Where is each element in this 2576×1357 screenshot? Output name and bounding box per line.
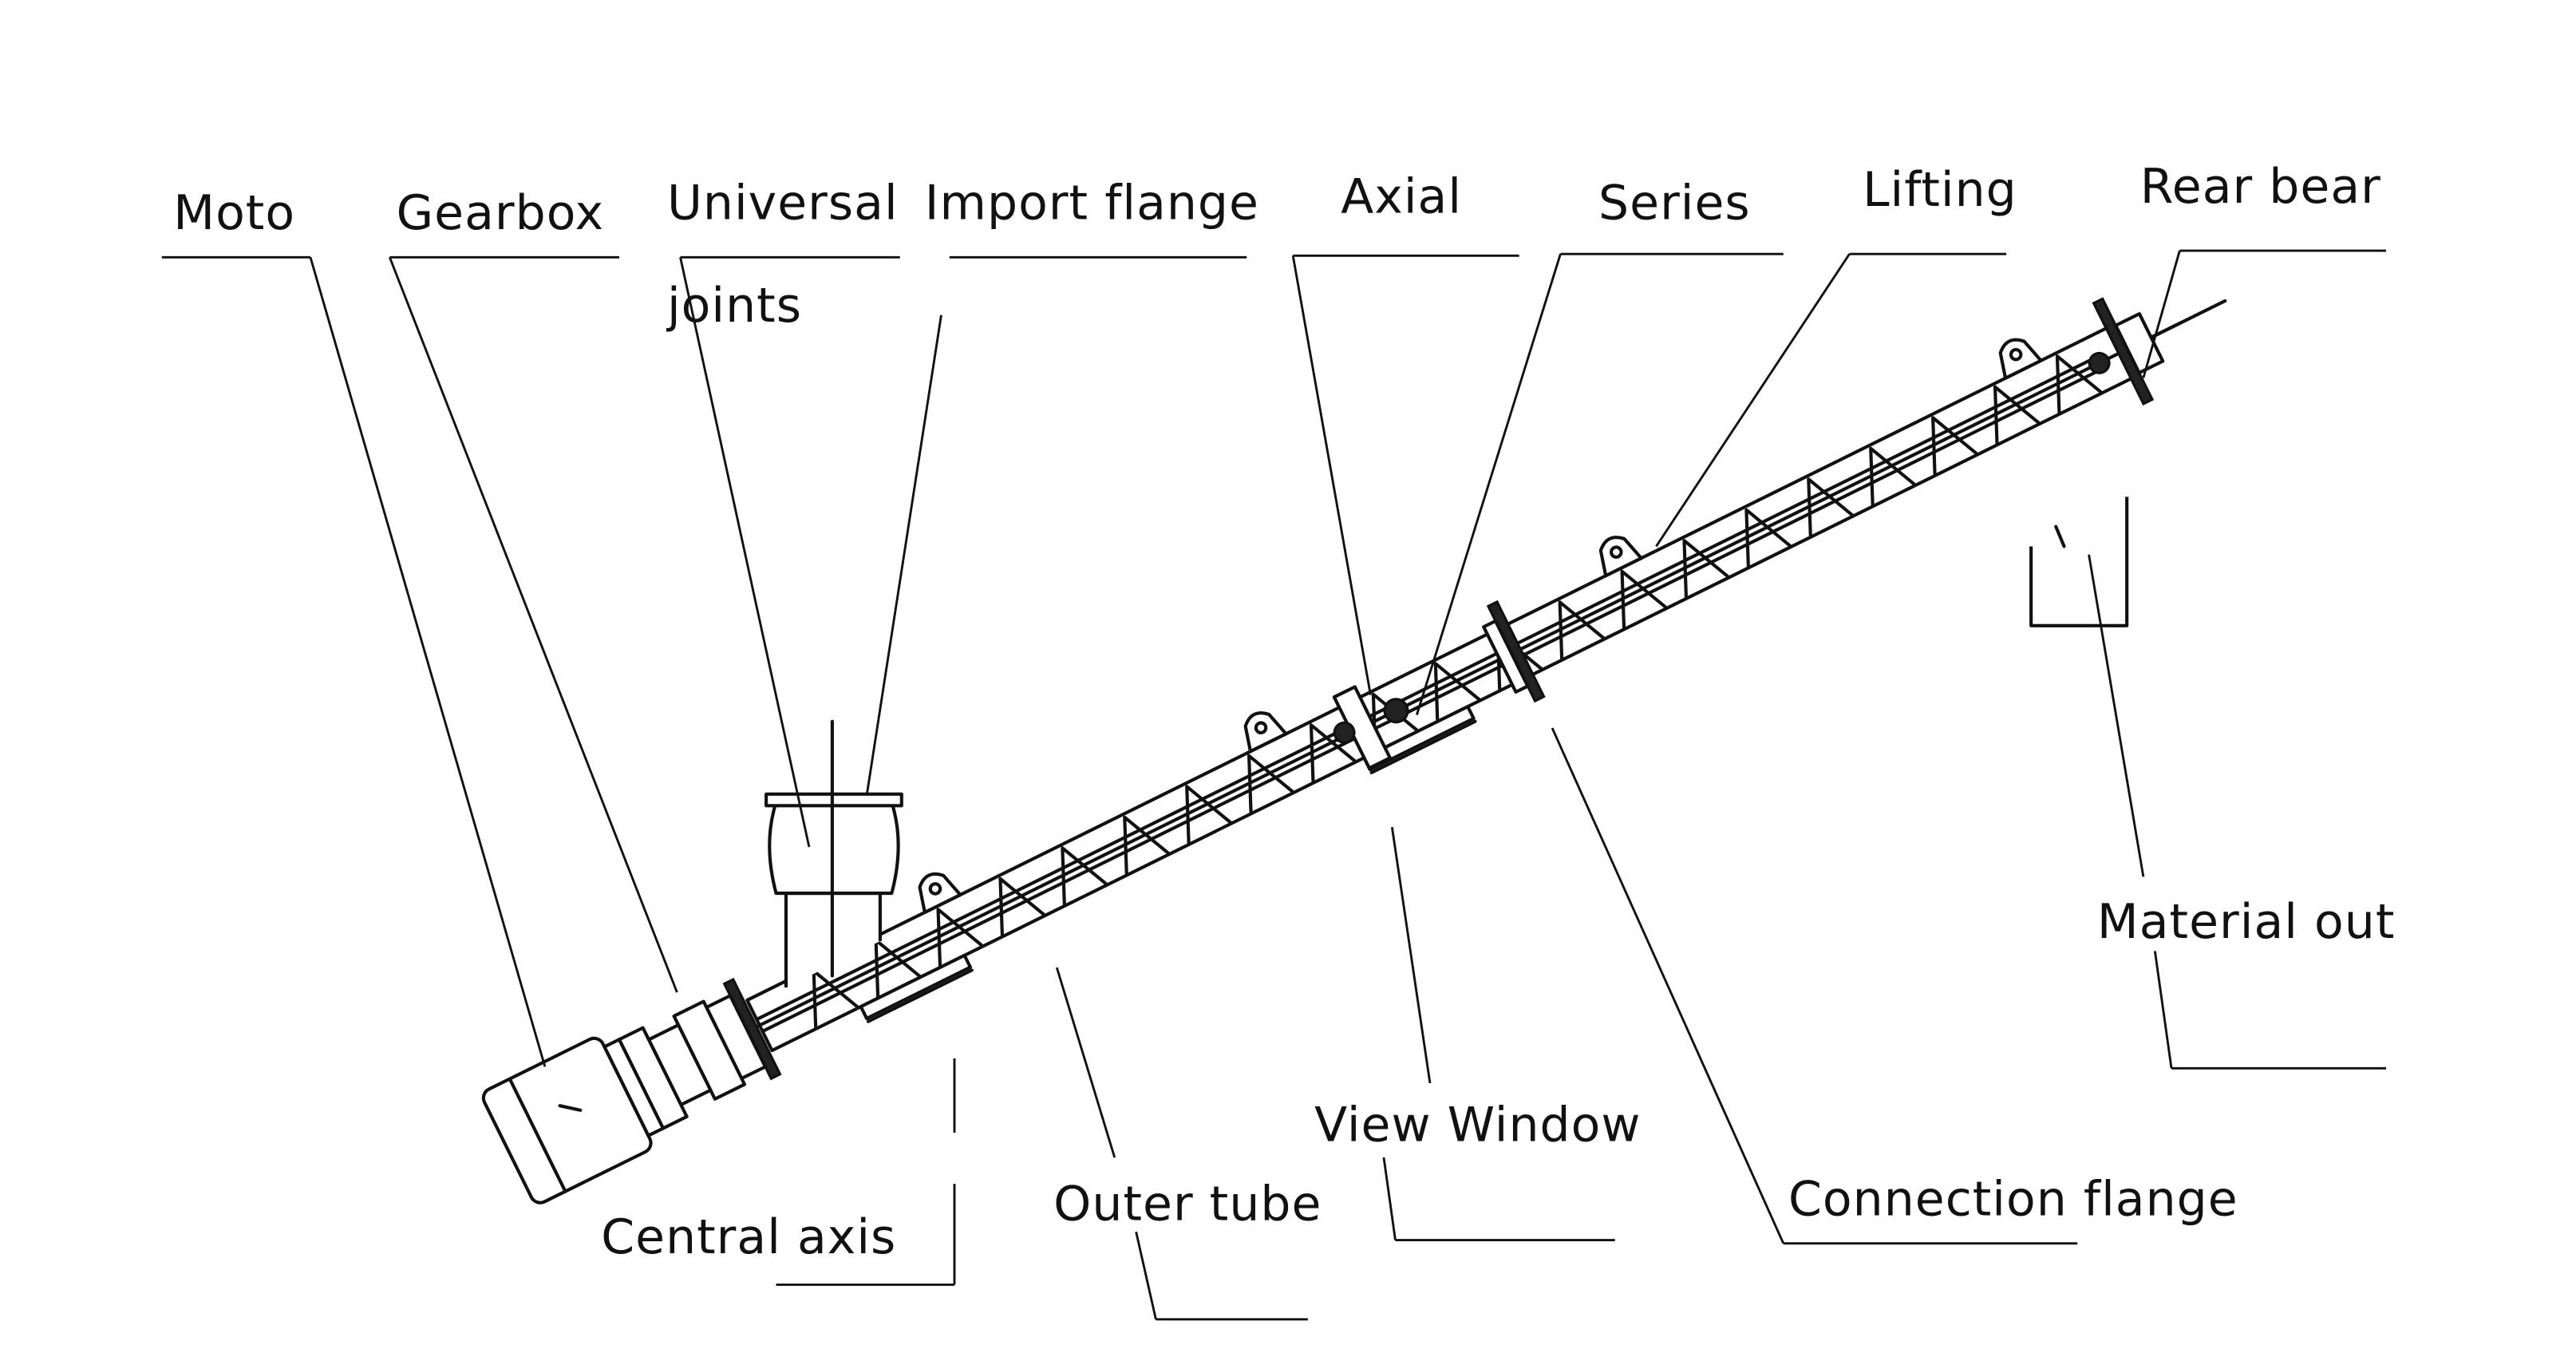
- conveyor-body: [481, 297, 2227, 1205]
- connection-flange: [1482, 599, 1546, 703]
- motor: [481, 1036, 666, 1205]
- central-shaft: [669, 321, 2183, 1071]
- callout-universal-joints: Universal joints: [666, 176, 900, 848]
- callout-outer-tube: Outer tube: [1053, 967, 1322, 1321]
- label-lifting: Lifting: [1863, 162, 2017, 218]
- label-outer-tube: Outer tube: [1053, 1177, 1322, 1232]
- screw-flight: [1247, 754, 1294, 814]
- inlet-end-flanges: [617, 977, 782, 1130]
- label-view-window: View Window: [1314, 1097, 1641, 1153]
- label-axial: Axial: [1341, 168, 1462, 224]
- callout-lifting: Lifting: [1655, 162, 2017, 548]
- screw-flight: [1123, 815, 1170, 876]
- screw-flight: [1558, 600, 1606, 660]
- label-rear-bear: Rear bear: [2140, 159, 2381, 215]
- label-moto: Moto: [173, 185, 295, 241]
- screw-flight: [1682, 539, 1729, 599]
- label-connection-flange: Connection flange: [1788, 1171, 2238, 1227]
- screw-flight: [1993, 385, 2041, 445]
- screw-flight: [1869, 446, 1916, 507]
- screw-flight: [1744, 508, 1792, 568]
- label-gearbox: Gearbox: [397, 185, 605, 241]
- screw-flight: [1185, 785, 1232, 845]
- label-central-axis: Central axis: [601, 1209, 896, 1265]
- screw-flight: [1931, 416, 1978, 476]
- screw-flight: [936, 908, 983, 967]
- import-flange-hopper: [765, 719, 903, 987]
- callout-series: Series: [1416, 176, 1784, 715]
- label-universal-line2: joints: [666, 278, 802, 334]
- label-import-flange: Import flange: [925, 176, 1259, 231]
- rear-bearing: [2088, 297, 2227, 406]
- label-universal-line1: Universal: [667, 176, 899, 231]
- callout-axial: Axial: [1291, 168, 1519, 695]
- callout-moto: Moto: [161, 185, 547, 1067]
- label-series: Series: [1598, 176, 1751, 231]
- intermediate-bearing: [1332, 685, 1409, 770]
- callout-rear-bear: Rear bear: [2140, 159, 2387, 378]
- label-material-out: Material out: [2097, 894, 2396, 950]
- callout-connection-flange: Connection flange: [1551, 727, 2238, 1245]
- callout-import-flange: Import flange: [865, 176, 1259, 795]
- screw-flight: [1309, 723, 1357, 783]
- callout-gearbox: Gearbox: [388, 185, 678, 993]
- screw-flight: [2055, 354, 2103, 414]
- callout-central-axis: Central axis: [601, 1058, 956, 1286]
- material-outlet: [2029, 497, 2129, 627]
- screw-flight: [1807, 477, 1854, 537]
- lifting-lugs: [918, 338, 2043, 915]
- screw-flight: [1620, 569, 1668, 630]
- callout-view-window: View Window: [1314, 827, 1641, 1241]
- screw-flight: [1433, 662, 1481, 722]
- screw-flight: [998, 876, 1045, 937]
- callout-material-out: Material out: [2088, 554, 2396, 1070]
- screw-flight: [1061, 846, 1108, 906]
- view-window-1: [859, 953, 974, 1023]
